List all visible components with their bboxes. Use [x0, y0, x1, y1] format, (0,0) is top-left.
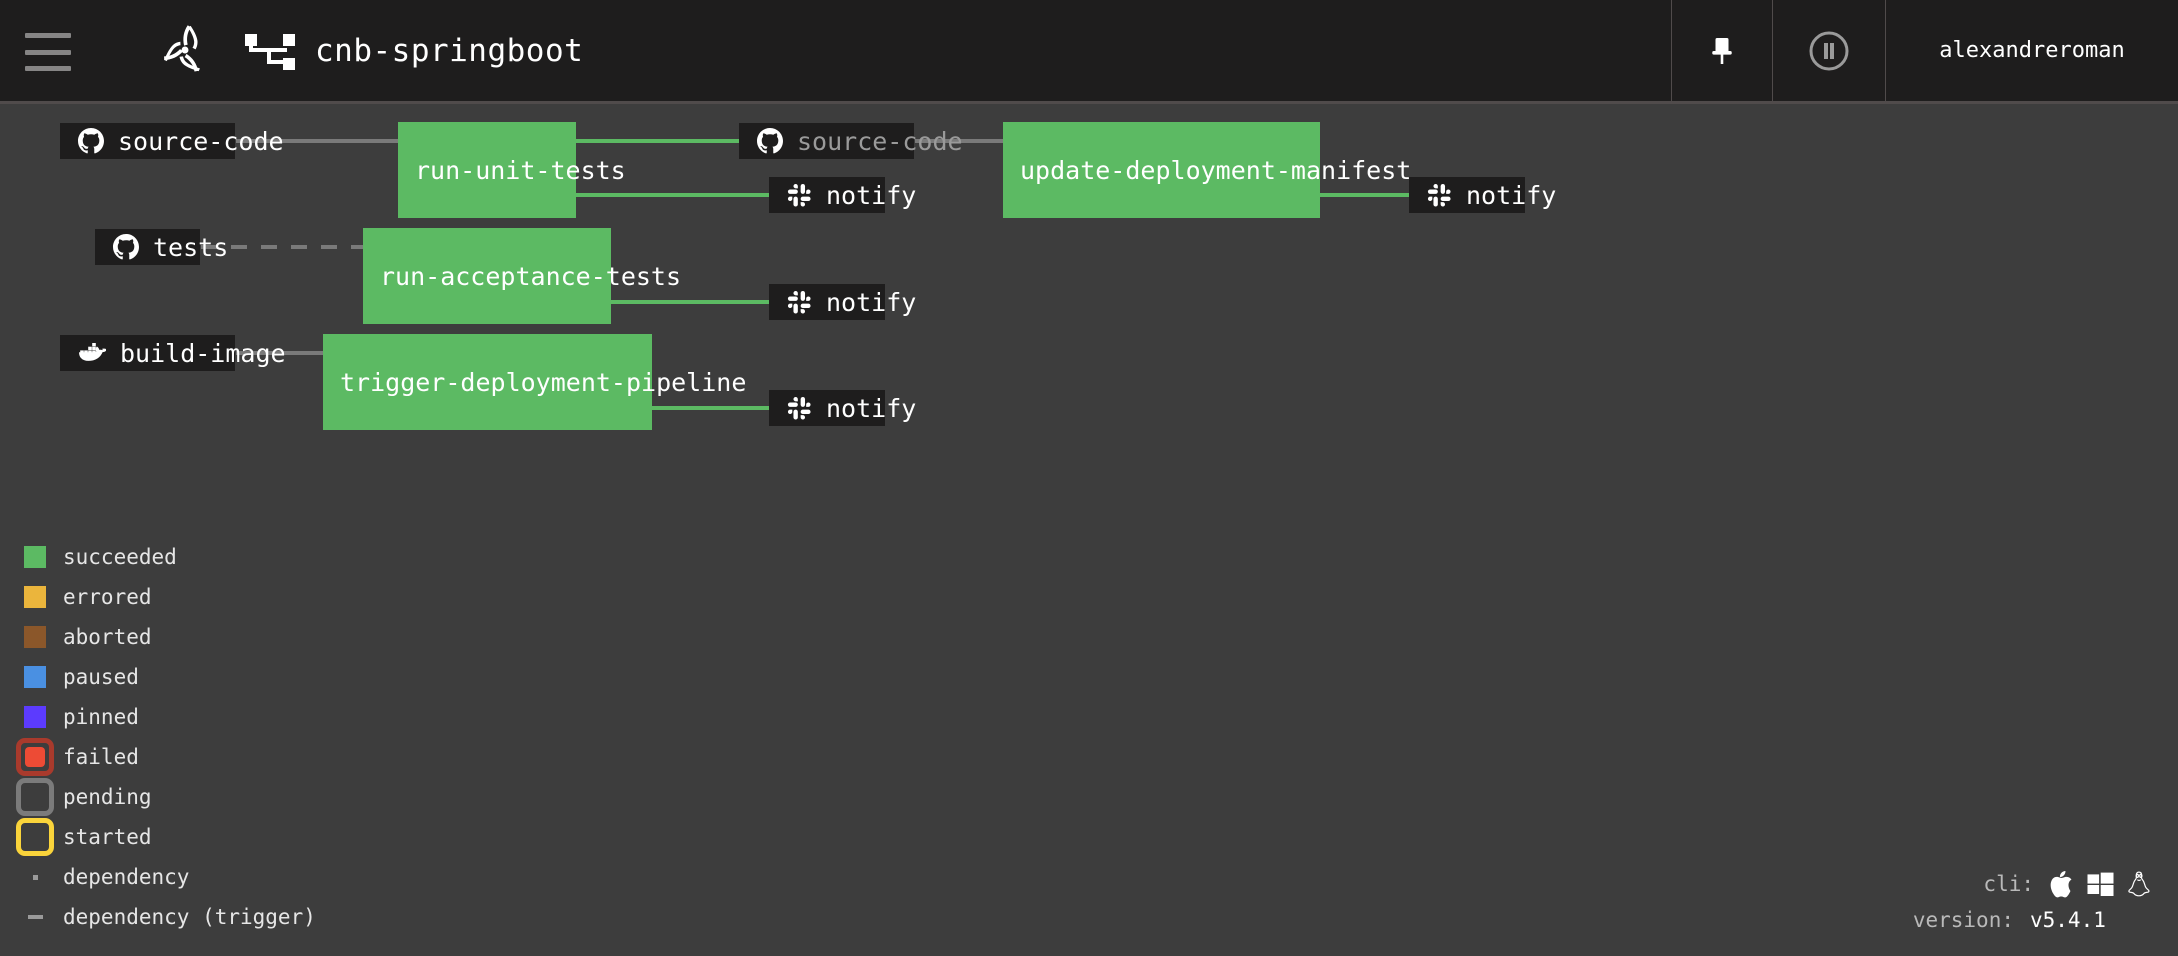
- node-label: notify: [826, 180, 917, 210]
- slack-icon: [1427, 183, 1452, 208]
- node-label: update-deployment-manifest: [1020, 155, 1412, 185]
- username-label: alexandreroman: [1939, 38, 2125, 63]
- pipeline-graph: source-code run-unit-tests source-code upda…: [0, 104, 2178, 956]
- cli-label: cli:: [1983, 872, 2034, 896]
- toolbar-divider: [1885, 0, 1886, 101]
- legend-swatch: [24, 626, 46, 648]
- hamburger-bar: [25, 33, 71, 38]
- legend-label: pending: [63, 785, 152, 809]
- page-title: cnb-springboot: [315, 32, 584, 69]
- legend-marker: [27, 915, 43, 919]
- node-label: notify: [826, 287, 917, 317]
- slack-icon: [787, 183, 812, 208]
- legend-swatch: [24, 706, 46, 728]
- legend-label: succeeded: [63, 545, 177, 569]
- node-label: notify: [1466, 180, 1557, 210]
- concourse-logo-icon[interactable]: [120, 8, 250, 92]
- node-label: run-acceptance-tests: [380, 261, 682, 291]
- legend-label: pinned: [63, 705, 139, 729]
- windows-icon[interactable]: [2087, 871, 2114, 897]
- edge-layer: [201, 139, 1409, 410]
- legend-label: started: [63, 825, 152, 849]
- resource-node-notify-2[interactable]: notify: [1409, 177, 1556, 213]
- legend-item-pending: pending: [16, 777, 316, 817]
- legend-swatch-inner: [25, 787, 45, 807]
- footer-version-row: version: v5.4.1: [1913, 902, 2150, 938]
- slack-icon: [787, 290, 812, 315]
- legend-item-dependency: dependency: [16, 857, 316, 897]
- hamburger-bar: [25, 66, 71, 71]
- user-menu[interactable]: alexandreroman: [1886, 0, 2178, 101]
- legend-marker: [32, 874, 38, 880]
- legend-item-started: started: [16, 817, 316, 857]
- slack-icon: [787, 396, 812, 421]
- node-label: tests: [153, 232, 229, 262]
- github-icon: [757, 128, 783, 154]
- github-icon: [113, 234, 139, 260]
- pin-icon: [1712, 37, 1732, 64]
- legend-swatch-inner: [25, 827, 45, 847]
- legend-swatch-ring: [16, 738, 54, 776]
- github-icon: [78, 128, 104, 154]
- resource-node-source-code-2[interactable]: source-code: [739, 123, 963, 159]
- legend-label: paused: [63, 665, 139, 689]
- apple-icon[interactable]: [2050, 870, 2073, 898]
- legend-item-aborted: aborted: [16, 617, 316, 657]
- legend-item-dependency-trigger: dependency (trigger): [16, 897, 316, 937]
- docker-icon: [78, 342, 106, 364]
- job-node-run-acceptance[interactable]: run-acceptance-tests: [363, 228, 681, 324]
- resource-node-notify-4[interactable]: notify: [769, 390, 916, 426]
- footer-cli-row: cli:: [1913, 866, 2150, 902]
- resource-node-notify-1[interactable]: notify: [769, 177, 916, 213]
- resource-node-source-code-1[interactable]: source-code: [60, 123, 284, 159]
- pause-pipeline-button[interactable]: [1772, 0, 1885, 101]
- legend-item-paused: paused: [16, 657, 316, 697]
- legend-swatch-ring: [16, 818, 54, 856]
- version-value: v5.4.1: [2030, 908, 2106, 932]
- legend-label: failed: [63, 745, 139, 769]
- resource-node-tests[interactable]: tests: [95, 229, 228, 265]
- pin-button[interactable]: [1672, 0, 1772, 101]
- legend-swatch: [24, 586, 46, 608]
- legend-item-errored: errored: [16, 577, 316, 617]
- toolbar-divider: [1671, 0, 1672, 101]
- legend-swatch: [24, 666, 46, 688]
- legend-label: aborted: [63, 625, 152, 649]
- pipeline-icon: [245, 30, 295, 74]
- legend-label: errored: [63, 585, 152, 609]
- legend-swatch-inner: [25, 747, 45, 767]
- node-label: trigger-deployment-pipeline: [340, 367, 747, 397]
- pause-circle-icon: [1809, 31, 1848, 70]
- hamburger-menu-icon[interactable]: [25, 33, 71, 71]
- legend-swatch: [24, 546, 46, 568]
- legend-item-failed: failed: [16, 737, 316, 777]
- job-node-update-manifest[interactable]: update-deployment-manifest: [1003, 122, 1411, 218]
- version-label: version:: [1912, 908, 2014, 932]
- node-label: notify: [826, 393, 917, 423]
- node-label: source-code: [797, 126, 963, 156]
- resource-node-notify-3[interactable]: notify: [769, 284, 916, 320]
- resource-node-build-image[interactable]: build-image: [60, 335, 286, 371]
- legend-dependency-dot-icon: [24, 866, 46, 888]
- legend-label: dependency (trigger): [63, 905, 316, 929]
- node-label: run-unit-tests: [415, 155, 626, 185]
- job-node-trigger-deploy[interactable]: trigger-deployment-pipeline: [323, 334, 746, 430]
- footer: cli:: [1913, 866, 2150, 938]
- top-bar: cnb-springboot alexandreroman: [0, 0, 2178, 104]
- node-label: source-code: [118, 126, 284, 156]
- legend: succeeded errored aborted paused pinned faile…: [16, 537, 316, 937]
- toolbar-divider: [1772, 0, 1773, 101]
- job-node-run-unit-tests[interactable]: run-unit-tests: [398, 122, 626, 218]
- legend-item-pinned: pinned: [16, 697, 316, 737]
- hamburger-bar: [25, 49, 71, 55]
- legend-swatch-ring: [16, 778, 54, 816]
- linux-icon[interactable]: [2128, 870, 2150, 898]
- legend-item-succeeded: succeeded: [16, 537, 316, 577]
- legend-dependency-dash-icon: [24, 906, 46, 928]
- node-label: build-image: [120, 338, 286, 368]
- legend-label: dependency: [63, 865, 190, 889]
- cli-download-icons: [2050, 870, 2150, 898]
